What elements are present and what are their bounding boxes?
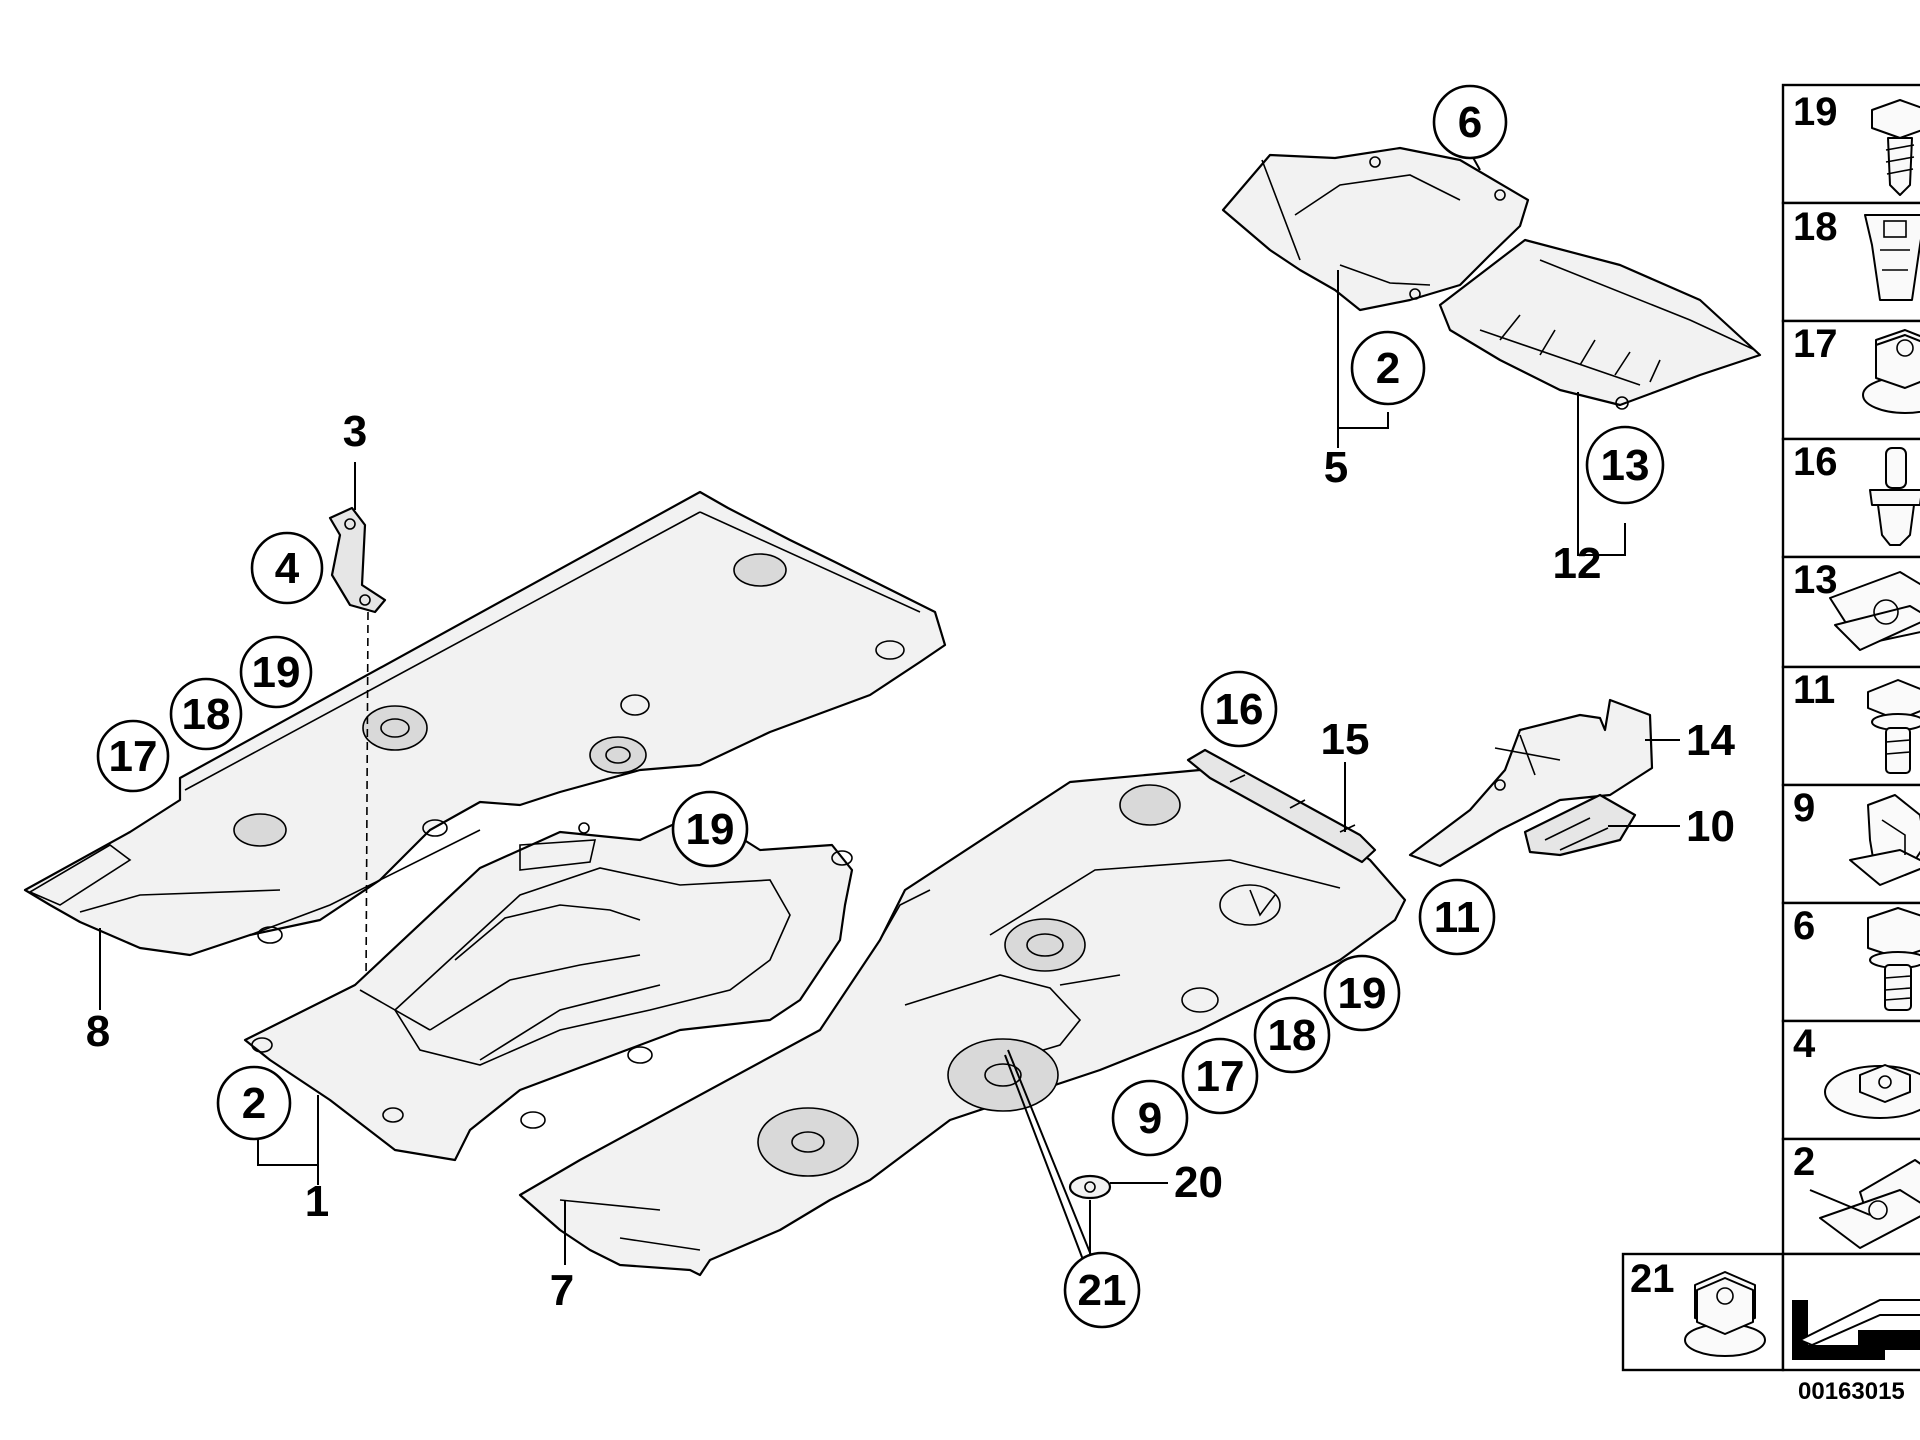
callout-11: 11 bbox=[1418, 878, 1496, 956]
callout-18-c: 18 bbox=[1253, 996, 1331, 1074]
callout-13: 13 bbox=[1585, 425, 1665, 505]
expansion-nut-icon bbox=[1864, 214, 1920, 301]
svg-text:18: 18 bbox=[1268, 1011, 1317, 1060]
svg-text:17: 17 bbox=[109, 732, 158, 781]
panel-clip-icon bbox=[1849, 794, 1920, 886]
legend-row-19: 19 bbox=[1781, 83, 1920, 205]
svg-text:17: 17 bbox=[1196, 1052, 1245, 1101]
svg-text:19: 19 bbox=[686, 805, 735, 854]
label-20: 20 bbox=[1174, 1158, 1223, 1207]
direction-arrow-cell bbox=[1781, 1252, 1920, 1372]
bolt-icon bbox=[1867, 679, 1920, 774]
rear-diffuser-12 bbox=[1438, 238, 1762, 410]
svg-text:13: 13 bbox=[1601, 441, 1650, 490]
underbody-panel-8 bbox=[23, 490, 947, 957]
callout-17-a: 17 bbox=[96, 719, 170, 793]
assembly-dashed-line bbox=[365, 611, 369, 986]
wheel-arch-panel-6 bbox=[1221, 146, 1530, 312]
legend-row-2: 2 bbox=[1781, 1137, 1920, 1256]
label-5: 5 bbox=[1324, 443, 1348, 492]
svg-text:9: 9 bbox=[1138, 1094, 1162, 1143]
label-1: 1 bbox=[305, 1177, 329, 1226]
svg-text:6: 6 bbox=[1793, 904, 1815, 948]
svg-text:13: 13 bbox=[1793, 558, 1838, 602]
svg-text:11: 11 bbox=[1793, 668, 1835, 712]
label-7: 7 bbox=[550, 1266, 574, 1315]
legend-row-13: 13 bbox=[1781, 555, 1920, 669]
svg-text:18: 18 bbox=[1793, 205, 1838, 249]
svg-text:19: 19 bbox=[1793, 90, 1838, 134]
callout-2-top: 2 bbox=[1350, 330, 1426, 406]
svg-text:2: 2 bbox=[1376, 344, 1400, 393]
svg-text:18: 18 bbox=[182, 690, 231, 739]
svg-text:2: 2 bbox=[1793, 1140, 1815, 1184]
legend-row-9: 9 bbox=[1781, 783, 1920, 905]
svg-text:19: 19 bbox=[252, 648, 301, 697]
callout-18-a: 18 bbox=[169, 677, 243, 751]
support-bracket-14 bbox=[1408, 698, 1654, 868]
legend-row-16: 16 bbox=[1781, 437, 1920, 559]
svg-text:19: 19 bbox=[1338, 969, 1387, 1018]
clip-nut-icon bbox=[1809, 1159, 1920, 1249]
svg-text:17: 17 bbox=[1793, 322, 1838, 366]
callout-4: 4 bbox=[250, 531, 324, 605]
callout-21: 21 bbox=[1063, 1251, 1141, 1329]
callout-16: 16 bbox=[1200, 670, 1278, 748]
legend-row-21: 21 bbox=[1621, 1252, 1785, 1372]
callout-19-c: 19 bbox=[1323, 954, 1401, 1032]
arrow-icon bbox=[1792, 1299, 1920, 1360]
svg-text:6: 6 bbox=[1458, 98, 1482, 147]
spring-clip-icon bbox=[1829, 571, 1920, 651]
underbody-panel-7 bbox=[518, 768, 1407, 1277]
label-14: 14 bbox=[1686, 716, 1735, 765]
clip-20 bbox=[1068, 1174, 1112, 1200]
svg-text:4: 4 bbox=[275, 544, 300, 593]
callout-17-c: 17 bbox=[1181, 1037, 1259, 1115]
hex-bolt-icon bbox=[1867, 907, 1920, 1011]
mounting-block-10 bbox=[1523, 793, 1637, 857]
legend-row-17: 17 bbox=[1781, 319, 1920, 441]
legend-panel: 19 18 17 bbox=[1621, 83, 1920, 1372]
svg-text:16: 16 bbox=[1215, 685, 1264, 734]
label-3: 3 bbox=[343, 407, 367, 456]
legend-row-6: 6 bbox=[1781, 901, 1920, 1023]
bracket-3 bbox=[328, 506, 387, 614]
svg-text:11: 11 bbox=[1434, 893, 1481, 942]
washer-nut-icon bbox=[1824, 1064, 1920, 1119]
callout-19-b: 19 bbox=[671, 790, 749, 868]
flange-nut-icon-21 bbox=[1684, 1271, 1766, 1357]
callout-6: 6 bbox=[1432, 84, 1508, 160]
underbody-panel-1 bbox=[243, 810, 854, 1162]
svg-text:9: 9 bbox=[1793, 786, 1815, 830]
callout-9: 9 bbox=[1111, 1079, 1189, 1157]
svg-text:21: 21 bbox=[1078, 1266, 1127, 1315]
legend-row-4: 4 bbox=[1781, 1019, 1920, 1141]
label-8: 8 bbox=[86, 1007, 110, 1056]
label-15: 15 bbox=[1321, 715, 1370, 764]
callout-2-bottom: 2 bbox=[216, 1065, 292, 1141]
label-12: 12 bbox=[1553, 539, 1602, 588]
svg-text:2: 2 bbox=[242, 1079, 266, 1128]
callout-19-a: 19 bbox=[239, 635, 313, 709]
legend-row-18: 18 bbox=[1781, 201, 1920, 323]
legend-row-11: 11 bbox=[1781, 665, 1920, 787]
rivet-icon bbox=[1869, 447, 1920, 546]
label-10: 10 bbox=[1686, 802, 1735, 851]
screw-icon bbox=[1871, 99, 1920, 196]
svg-text:4: 4 bbox=[1793, 1022, 1816, 1066]
svg-text:21: 21 bbox=[1630, 1257, 1675, 1301]
flange-nut-icon bbox=[1862, 329, 1920, 414]
bracket-strip-15 bbox=[1186, 748, 1377, 864]
diagram-id: 00163015 bbox=[1798, 1378, 1905, 1405]
svg-text:16: 16 bbox=[1793, 440, 1838, 484]
